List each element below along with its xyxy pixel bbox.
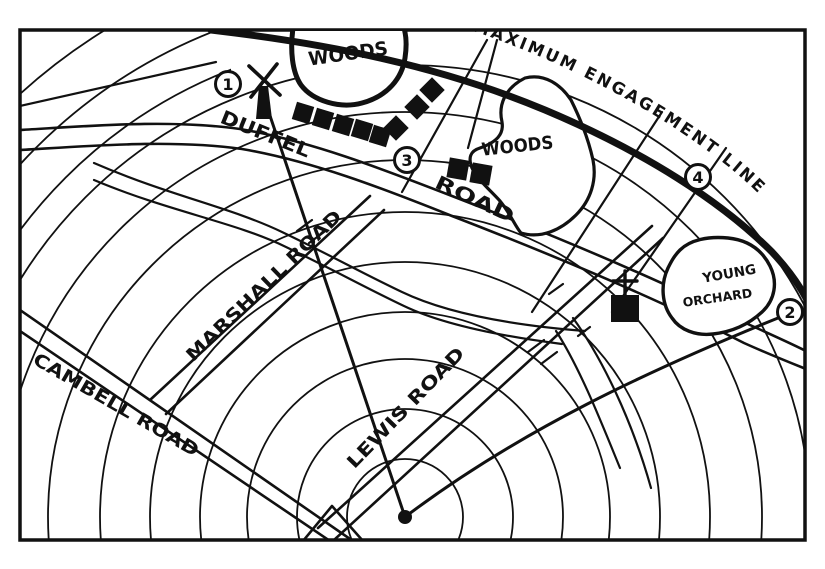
culvert-tick <box>295 218 314 233</box>
stream-line <box>92 178 564 346</box>
left-sector-limit-line <box>260 90 407 519</box>
rp3-number: 3 <box>401 151 412 170</box>
range-ring <box>149 261 661 539</box>
right-sector-limit-line <box>403 316 780 519</box>
rp1-number: 1 <box>222 75 233 94</box>
roads <box>21 38 804 539</box>
road-northwest-spur <box>21 60 218 107</box>
reference-point-1: 1 <box>214 70 242 98</box>
rp4-circle-icon <box>684 163 712 191</box>
road-lewis <box>316 224 654 530</box>
building-square <box>446 157 470 181</box>
range-ring <box>21 111 804 454</box>
stream <box>92 161 653 490</box>
reference-point-3: 3 <box>393 146 421 174</box>
building-square <box>419 77 445 103</box>
range-ring <box>296 408 514 539</box>
building-square <box>291 101 315 125</box>
building-square <box>331 113 355 137</box>
reference-point-4: 4 <box>684 163 712 191</box>
stream-line <box>92 161 587 333</box>
building-square <box>404 94 430 120</box>
building-row <box>291 77 445 148</box>
building-square <box>383 115 409 141</box>
sector-limit-lines <box>260 90 780 524</box>
road-northeast-diagonal <box>530 110 664 314</box>
stream-branch <box>554 329 622 470</box>
road-lewis <box>333 236 665 539</box>
range-ring <box>246 358 564 539</box>
culvert-tick <box>539 350 559 366</box>
building-square <box>368 124 392 148</box>
church-cross-icon <box>611 269 639 298</box>
range-ring <box>99 211 711 539</box>
range-ring <box>346 458 464 539</box>
road-cambell <box>21 330 330 539</box>
road-cambell <box>21 309 352 539</box>
church-symbol <box>611 269 639 322</box>
culvert-tick <box>526 338 546 354</box>
tree-trunk <box>256 86 272 119</box>
culvert-tick <box>576 325 592 338</box>
culvert-tick <box>547 282 565 296</box>
road-duffel <box>21 142 804 370</box>
young-orchard-area <box>661 235 777 337</box>
building-square <box>469 162 493 186</box>
maximum-engagement-line <box>207 31 804 301</box>
rp4-number: 4 <box>692 168 703 187</box>
road-marshall <box>164 208 386 416</box>
rp2-circle-icon <box>776 298 804 326</box>
building-pair-east <box>446 157 493 186</box>
rp1-circle-icon <box>214 70 242 98</box>
observer-position-dot <box>398 510 412 524</box>
rp2-number: 2 <box>784 303 795 322</box>
church-building <box>611 295 639 322</box>
reference-point-2: 2 <box>776 298 804 326</box>
building-square <box>311 107 335 131</box>
building-square <box>350 118 374 142</box>
rp3-circle-icon <box>393 146 421 174</box>
road-northeast-diagonal <box>466 38 499 150</box>
road-marshall <box>148 194 372 402</box>
road-duffel <box>21 122 804 352</box>
tree-branches <box>247 62 282 99</box>
road-lewis-bend <box>302 504 363 539</box>
range-ring <box>199 311 611 539</box>
lone-tree-symbol <box>247 62 282 119</box>
